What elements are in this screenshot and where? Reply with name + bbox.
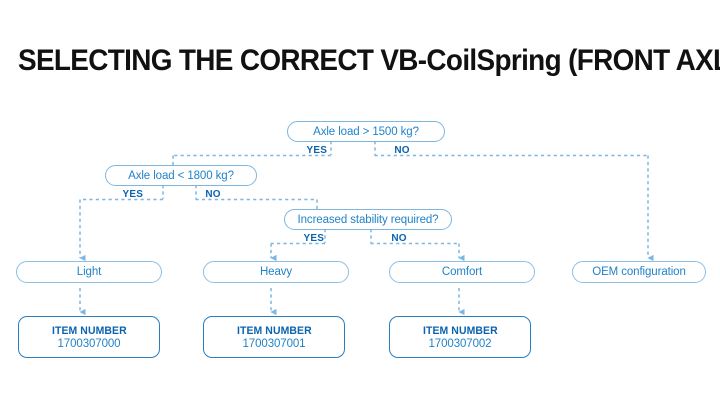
item-number-value: 1700307000 (57, 337, 121, 350)
result-oem-configuration[interactable]: OEM configuration (572, 261, 706, 283)
decision-axle-load-1500[interactable]: Axle load > 1500 kg? (287, 121, 445, 142)
result-label: Comfort (441, 266, 483, 278)
item-number-heading: ITEM NUMBER (51, 324, 127, 337)
result-light[interactable]: Light (16, 261, 162, 283)
branch-label-d1-yes: YES (306, 144, 328, 156)
result-label: OEM configuration (592, 266, 686, 278)
page-title: SELECTING THE CORRECT VB-CoilSpring (FRO… (18, 44, 720, 77)
item-number-heading: ITEM NUMBER (236, 324, 312, 337)
result-comfort[interactable]: Comfort (389, 261, 535, 283)
branch-label-d1-no: NO (394, 144, 410, 156)
result-label: Heavy (259, 266, 293, 278)
decision-label: Increased stability required? (297, 213, 439, 226)
decision-label: Axle load < 1800 kg? (128, 169, 234, 182)
decision-increased-stability[interactable]: Increased stability required? (284, 209, 452, 230)
item-number-heading: ITEM NUMBER (422, 324, 498, 337)
branch-label-d3-yes: YES (303, 232, 325, 244)
decision-label: Axle load > 1500 kg? (313, 125, 419, 138)
item-number-box-comfort[interactable]: ITEM NUMBER 1700307002 (389, 316, 531, 358)
branch-label-d3-no: NO (391, 232, 407, 244)
item-number-value: 1700307002 (428, 337, 492, 350)
result-heavy[interactable]: Heavy (203, 261, 349, 283)
branch-label-d2-no: NO (205, 188, 221, 200)
item-number-value: 1700307001 (242, 337, 306, 350)
branch-label-d2-yes: YES (122, 188, 144, 200)
result-label: Light (76, 266, 102, 278)
item-number-box-light[interactable]: ITEM NUMBER 1700307000 (18, 316, 160, 358)
item-number-box-heavy[interactable]: ITEM NUMBER 1700307001 (203, 316, 345, 358)
decision-axle-load-1800[interactable]: Axle load < 1800 kg? (105, 165, 257, 186)
